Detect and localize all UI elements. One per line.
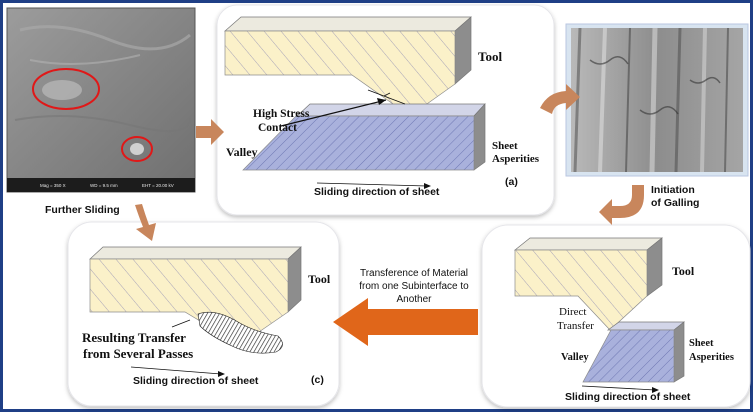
- arrow-b-to-c: [333, 298, 478, 346]
- panel-c: Tool Resulting Transfer from Several Pas…: [67, 221, 340, 407]
- sliding-label-a: Sliding direction of sheet: [314, 186, 440, 198]
- asperities-label-b: Asperities: [689, 352, 734, 363]
- sheet-block-a: [242, 115, 475, 171]
- transference-label-1: Transference of Material: [360, 268, 468, 279]
- sem-image-right: [565, 23, 749, 177]
- transfer-label: Transfer: [557, 320, 594, 332]
- transference-label-3: Another: [396, 294, 432, 305]
- initiation-label-2: of Galling: [651, 197, 699, 209]
- arrow-sem-to-b: [599, 185, 644, 225]
- tool-label-c: Tool: [308, 272, 331, 286]
- sheet-block-b: [582, 329, 675, 383]
- tag-c: (c): [311, 374, 324, 386]
- tool-label-a: Tool: [478, 49, 502, 64]
- contact-label: Contact: [258, 122, 297, 134]
- transferred-material: [197, 311, 283, 354]
- further-sliding-label: Further Sliding: [45, 204, 120, 216]
- arrow-a-to-sem: [540, 84, 580, 114]
- high-stress-label: High Stress: [253, 108, 310, 120]
- sem-eht: EHT = 20.00 kV: [142, 183, 174, 188]
- valley-label-b: Valley: [561, 352, 589, 363]
- resulting-label: Resulting Transfer: [82, 330, 186, 345]
- sliding-label-c: Sliding direction of sheet: [133, 375, 259, 387]
- sheet-label-a: Sheet: [492, 140, 518, 152]
- tag-a: (a): [505, 176, 518, 188]
- highlight-ellipse-1: [32, 68, 100, 110]
- sliding-label-b: Sliding direction of sheet: [565, 391, 691, 403]
- passes-label: from Several Passes: [83, 346, 193, 361]
- valley-label-a: Valley: [226, 145, 258, 159]
- flow-arrows: [135, 84, 644, 346]
- arrow-further-sliding: [135, 204, 156, 241]
- highlight-ellipse-2: [121, 136, 153, 162]
- panel-b: Tool Direct Transfer Valley Sheet Asperi…: [481, 224, 751, 408]
- sem-image-left: Mag = 350 X WD = 9.5 mm EHT = 20.00 kV: [6, 7, 196, 193]
- direct-label: Direct: [559, 306, 586, 318]
- asperities-label-a: Asperities: [492, 153, 540, 165]
- sheet-label-b: Sheet: [689, 338, 714, 349]
- tool-label-b: Tool: [672, 264, 695, 278]
- sem-wd: WD = 9.5 mm: [90, 183, 118, 188]
- transference-label-2: from one Subinterface to: [359, 281, 469, 292]
- sem-mag: Mag = 350 X: [40, 183, 66, 188]
- arrow-sem-to-a: [196, 119, 224, 145]
- initiation-label-1: Initiation: [651, 184, 695, 196]
- panel-a: Tool High Stress Contact Valley Sheet As…: [216, 4, 555, 216]
